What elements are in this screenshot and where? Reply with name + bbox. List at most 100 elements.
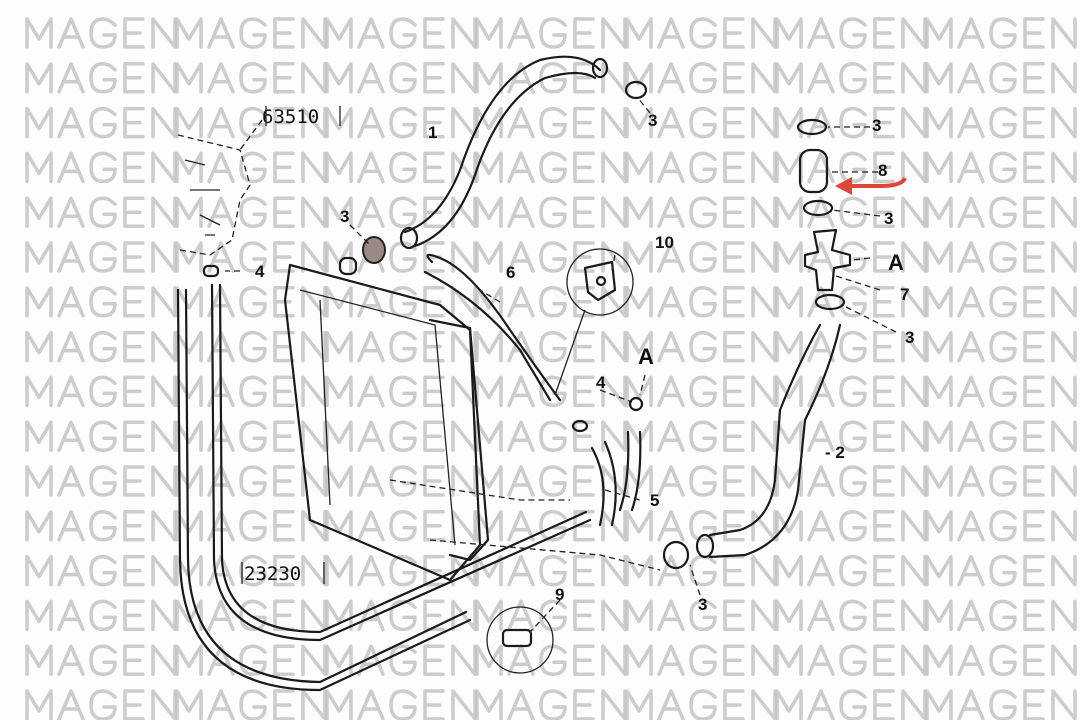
bypass-pipes — [176, 283, 592, 692]
watermark-logo — [775, 510, 927, 542]
watermark-logo — [925, 330, 1077, 363]
watermark-logo — [25, 375, 177, 408]
watermark-logo — [625, 17, 777, 49]
callout-3: 3 — [698, 595, 707, 614]
engine-block — [177, 134, 251, 278]
radiator — [283, 256, 661, 582]
watermark-logo — [175, 330, 327, 363]
watermark-logo — [775, 375, 927, 408]
watermark-logo — [325, 151, 477, 184]
thermostat-stack — [695, 118, 852, 559]
watermark-logo — [25, 196, 177, 228]
watermark-logo — [325, 286, 477, 318]
detail-circle-10 — [566, 248, 634, 316]
seal-4 — [202, 264, 220, 278]
callout-4: 4 — [596, 373, 606, 392]
watermark-logo — [25, 420, 177, 452]
watermark-logo — [775, 644, 927, 676]
watermark-logo — [325, 599, 477, 632]
watermark-logo — [25, 510, 177, 542]
watermark-logo — [175, 241, 327, 273]
watermark-logo — [25, 465, 177, 497]
watermark-logo — [625, 241, 777, 273]
callout-3: 3 — [872, 116, 881, 135]
callout-2: - 2 — [825, 443, 845, 462]
watermark-logo — [475, 62, 627, 94]
housing-7 — [803, 228, 852, 292]
watermark-logo — [475, 330, 627, 363]
watermark-logo — [325, 330, 477, 363]
highlight-arrow — [848, 177, 907, 188]
watermark-logo — [775, 17, 927, 49]
watermark-logo — [25, 62, 177, 94]
watermark-logo — [925, 554, 1077, 587]
watermark-logo — [775, 196, 927, 228]
watermark-logo — [775, 599, 927, 632]
watermark-logo — [925, 241, 1077, 273]
watermark-logo — [625, 151, 777, 184]
watermark-logo — [25, 599, 177, 632]
watermark-logo — [325, 375, 477, 408]
watermark-logo — [625, 196, 777, 228]
callout-3: 3 — [340, 207, 349, 226]
watermark-grid — [25, 17, 1077, 720]
part-9 — [501, 628, 533, 648]
watermark-logo — [625, 644, 777, 676]
watermark-logo — [175, 465, 327, 497]
watermark-logo — [925, 375, 1077, 408]
watermark-logo — [25, 689, 177, 720]
ref-23230: 23230 — [244, 563, 301, 585]
watermark-logo — [175, 17, 327, 49]
watermark-logo — [925, 689, 1077, 720]
watermark-logo — [925, 62, 1077, 94]
watermark-logo — [625, 286, 777, 318]
pipe-8 — [798, 148, 829, 194]
watermark-logo — [775, 62, 927, 94]
watermark-logo — [625, 420, 777, 452]
watermark-logo — [25, 241, 177, 273]
watermark-logo — [925, 196, 1077, 228]
hose-6 — [426, 253, 562, 402]
watermark-logo — [325, 420, 477, 452]
watermark-logo — [925, 599, 1077, 632]
watermark-logo — [25, 554, 177, 587]
watermark-logo — [925, 644, 1077, 676]
watermark-logo — [25, 106, 177, 139]
watermark-logo — [775, 689, 927, 720]
watermark-logo — [925, 420, 1077, 452]
watermark-logo — [175, 689, 327, 720]
upper-hose-1 — [403, 55, 602, 234]
watermark-logo — [25, 330, 177, 363]
watermark-logo — [925, 286, 1077, 318]
callout-A: A — [638, 344, 654, 369]
callout-4: 4 — [255, 262, 265, 281]
lower-hose-2 — [708, 323, 822, 537]
watermark-logo — [25, 286, 177, 318]
watermark-logo — [175, 196, 327, 228]
watermark-logo — [625, 62, 777, 94]
callout-1: 1 — [428, 123, 437, 142]
callout-7: 7 — [900, 285, 909, 304]
callout-A: A — [888, 250, 904, 275]
watermark-logo — [325, 644, 477, 676]
watermark-logo — [625, 375, 777, 408]
watermark-logo — [475, 151, 627, 184]
watermark-logo — [325, 465, 477, 497]
watermark-logo — [925, 106, 1077, 139]
watermark-logo — [775, 554, 927, 587]
watermark-logo — [925, 510, 1077, 542]
watermark-logo — [325, 62, 477, 94]
clamp-3 — [362, 236, 386, 264]
callout-3: 3 — [648, 111, 657, 130]
watermark-logo — [475, 17, 627, 49]
callout-6: 6 — [506, 263, 515, 282]
watermark-logo — [775, 330, 927, 363]
watermark-logo — [925, 465, 1077, 497]
watermark-logo — [325, 17, 477, 49]
callout-8: 8 — [878, 161, 887, 180]
watermark-logo — [175, 286, 327, 318]
arrow-head-icon — [835, 177, 852, 195]
watermark-logo — [25, 17, 177, 49]
